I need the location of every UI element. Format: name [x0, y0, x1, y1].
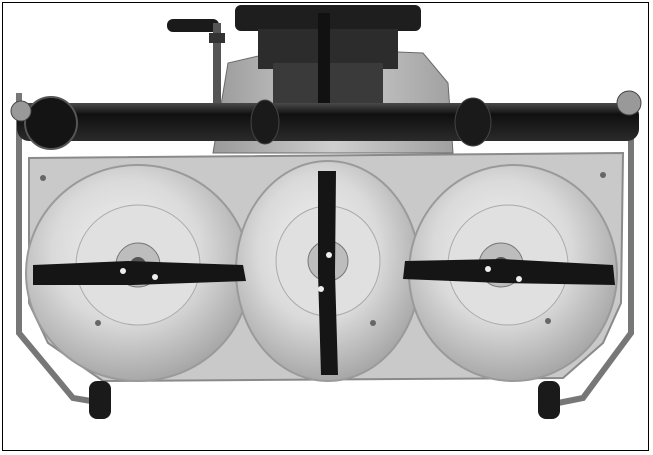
control-lever: [167, 19, 225, 113]
deck-frame: [16, 93, 634, 408]
mower-deck-photo: [10, 5, 642, 419]
caster-wheels: [89, 381, 560, 419]
photo-frame: [2, 2, 649, 451]
mower-blades: [33, 171, 615, 375]
front-roller: [10, 90, 642, 150]
